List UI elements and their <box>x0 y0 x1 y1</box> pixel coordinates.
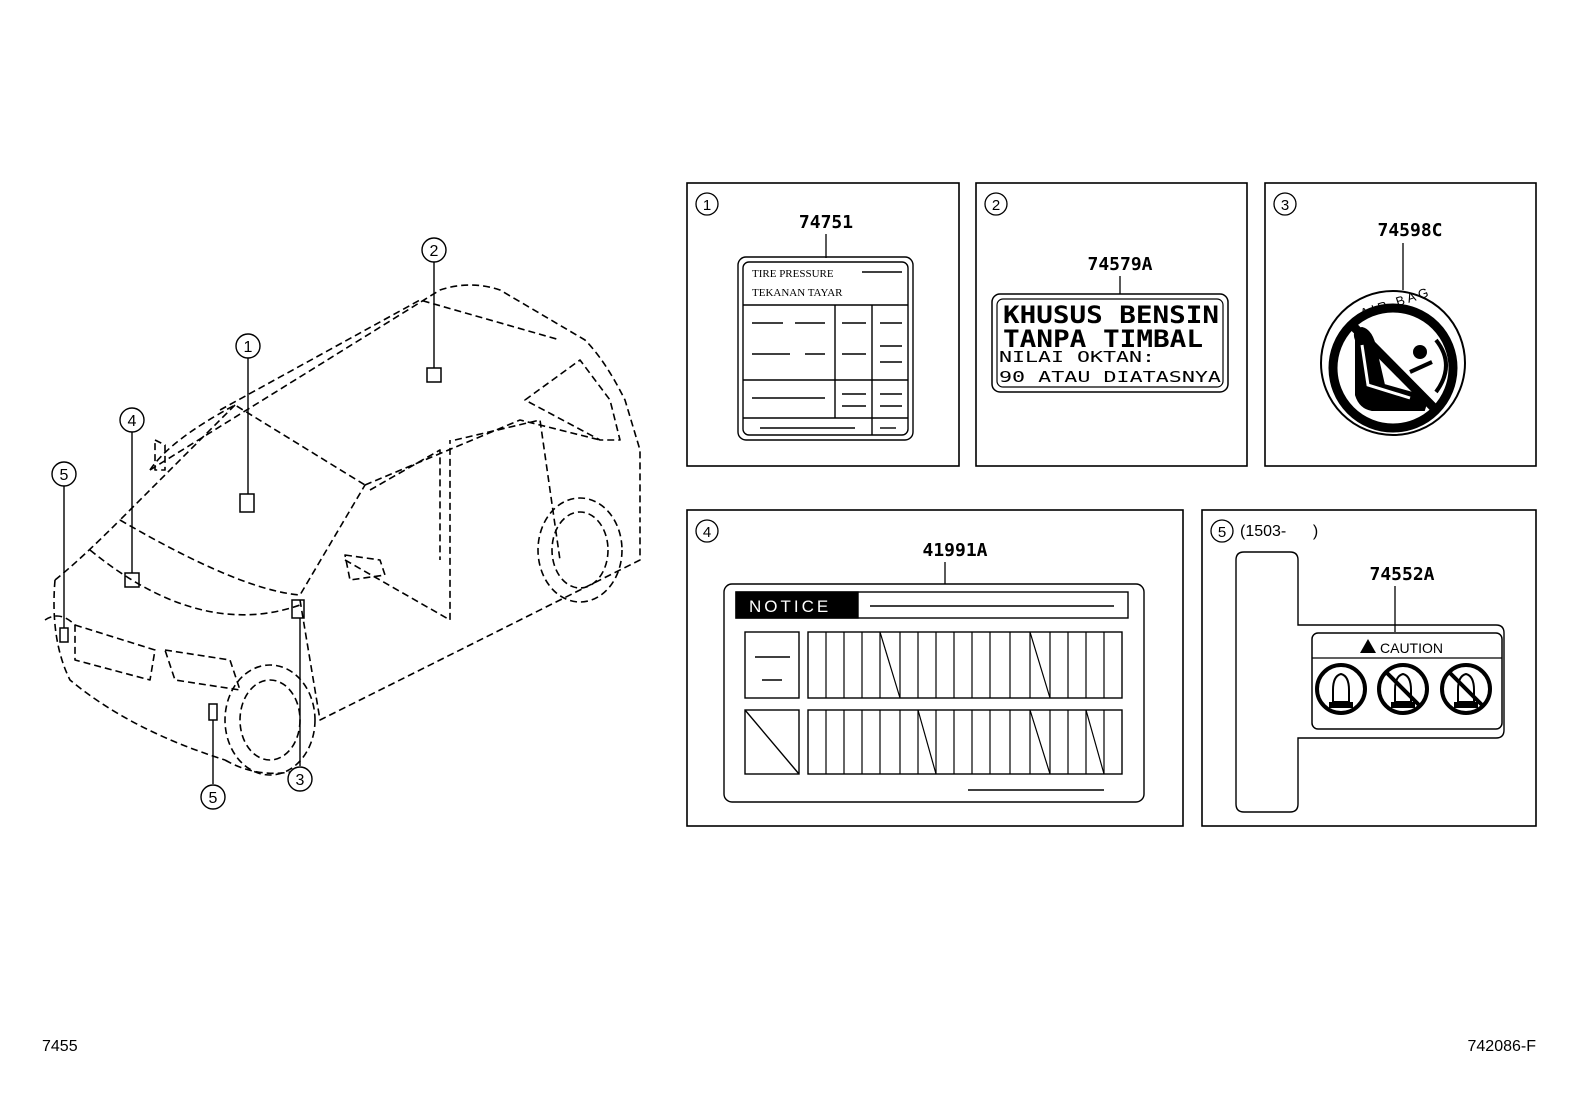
marker-5a <box>59 627 69 643</box>
panel-5: 5 (1503- ) 74552A CAUTION <box>1201 509 1537 827</box>
marker-4 <box>124 572 140 588</box>
callout-5a-text: 5 <box>60 467 69 484</box>
callout-5a <box>51 461 77 487</box>
caution-label: CAUTION <box>1311 632 1503 730</box>
no-bulb-icon <box>1377 663 1429 715</box>
callout-1-text: 1 <box>244 339 253 356</box>
notice-label <box>723 583 1145 803</box>
notice-text: NOTICE <box>749 597 831 616</box>
tire-pressure-text: TIRE PRESSURE <box>752 268 834 280</box>
panel-1-part-no: 74751 <box>799 212 853 233</box>
nilai-oktan-text: NILAI OKTAN: <box>999 348 1155 366</box>
no-child-seat-airbag-icon <box>1320 290 1466 436</box>
caution-text: CAUTION <box>1380 640 1443 656</box>
panel-3-part-no: 74598C <box>1377 220 1442 241</box>
panel-5-number: 5 <box>1218 524 1226 541</box>
bulb-icon <box>1315 663 1367 715</box>
vehicle-illustration <box>44 284 641 776</box>
tanpa-timbal-text: TANPA TIMBAL <box>1003 325 1203 353</box>
footer-right-code: 742086-F <box>1467 1038 1537 1055</box>
marker-3 <box>291 599 305 619</box>
footer-left-code: 7455 <box>42 1038 78 1055</box>
panel-5-date-range: (1503- ) <box>1240 523 1318 540</box>
panel-1: 1 74751 TIRE PRESSURE TEKANAN TAYAR <box>686 182 960 467</box>
panel-2-part-no: 74579A <box>1087 254 1152 275</box>
khusus-bensin-text: KHUSUS BENSIN <box>1003 301 1219 329</box>
callout-4-text: 4 <box>128 413 137 430</box>
diatasnya-text: 90 ATAU DIATASNYA <box>999 368 1221 386</box>
tekanan-tayar-text: TEKANAN TAYAR <box>752 287 843 299</box>
callout-3-text: 3 <box>296 772 305 789</box>
callout-2 <box>421 237 447 263</box>
callout-1 <box>235 333 261 359</box>
callout-2-text: 2 <box>430 243 439 260</box>
callout-5b <box>200 784 226 810</box>
callout-5b-text: 5 <box>209 790 218 807</box>
panel-2-number: 2 <box>992 197 1000 214</box>
panel-4-part-no: 41991A <box>922 540 987 561</box>
callout-4 <box>119 407 145 433</box>
panel-2: 2 74579A KHUSUS BENSIN TANPA TIMBAL NILA… <box>975 182 1248 467</box>
panel-3-number: 3 <box>1281 197 1289 214</box>
panel-3: 3 74598C AIR BAG <box>1264 182 1537 467</box>
no-bulb-icon <box>1440 663 1492 715</box>
leader-lines <box>63 262 435 784</box>
panel-5-part-no: 74552A <box>1369 564 1434 585</box>
marker-1 <box>239 493 255 513</box>
vehicle-callouts <box>51 237 447 810</box>
panel-4-number: 4 <box>703 524 711 541</box>
vehicle-label-markers <box>59 367 442 721</box>
panel-1-number: 1 <box>703 197 711 214</box>
panel-4: 4 41991A NOTICE <box>686 509 1184 827</box>
marker-5b <box>208 703 218 721</box>
notice-table-cells <box>825 631 1105 775</box>
marker-2 <box>426 367 442 383</box>
callout-3 <box>287 766 313 792</box>
tire-pressure-label <box>737 256 914 441</box>
